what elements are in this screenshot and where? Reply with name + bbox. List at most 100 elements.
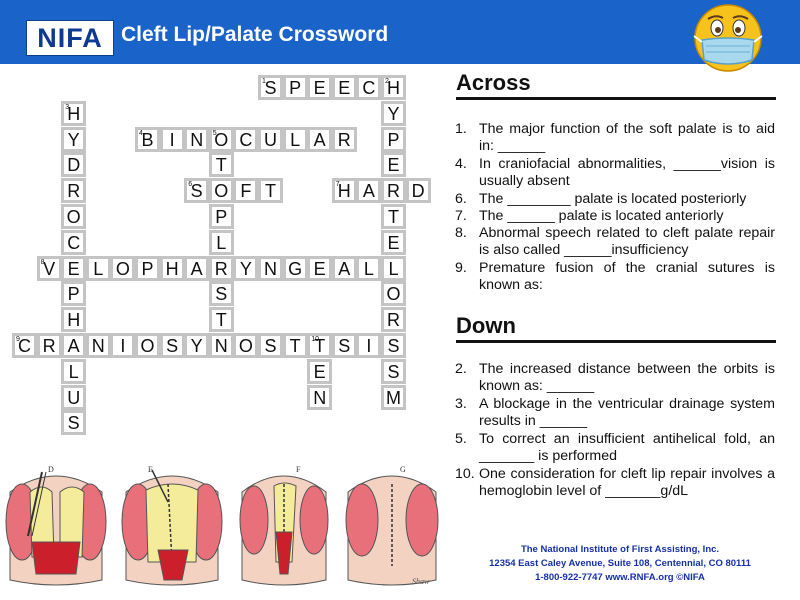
page-title: Cleft Lip/Palate Crossword xyxy=(121,23,389,46)
crossword-cell: T xyxy=(258,178,283,204)
crossword-cell: N xyxy=(307,384,333,410)
crossword-cell: O xyxy=(381,281,406,307)
crossword-cell: A xyxy=(356,178,382,204)
down-clue: 3. A blockage in the ventricular drainage… xyxy=(455,396,775,431)
crossword-cell: N xyxy=(208,333,234,358)
crossword-cell: C xyxy=(233,126,259,152)
clue-number: 5. xyxy=(455,431,467,447)
cleft-repair-illustration-e: E xyxy=(121,465,223,586)
crossword-cell: S xyxy=(331,333,357,358)
clue-number: 3. xyxy=(455,396,467,412)
crossword-cell: S xyxy=(208,281,234,307)
crossword-cell: O xyxy=(110,255,136,281)
across-clue: 6. The ________ palate is located posteri… xyxy=(455,191,775,208)
illustration-label-e: E xyxy=(148,465,153,474)
crossword-cell: N xyxy=(258,255,283,281)
across-rule xyxy=(456,97,776,100)
crossword-clue-number: 2 xyxy=(385,78,389,85)
crossword-cell: R xyxy=(331,126,357,152)
crossword-cell: P xyxy=(135,255,160,281)
crossword-cell: O xyxy=(61,204,87,229)
across-heading: Across xyxy=(456,70,531,95)
crossword-cell: S xyxy=(381,358,406,384)
crossword-clue-number: 8 xyxy=(40,258,45,266)
down-clue: 10.One consideration for cleft lip repai… xyxy=(455,466,775,501)
crossword-cell: R xyxy=(36,333,62,358)
crossword-cell: E xyxy=(61,255,87,281)
clue-text: The ________ palate is located posterior… xyxy=(479,191,747,207)
cleft-repair-illustration-f: F xyxy=(239,465,329,586)
illustrator-signature: Shaw xyxy=(412,577,430,586)
crossword-clue-number: 3 xyxy=(65,103,70,111)
crossword-cell: E xyxy=(381,229,406,255)
crossword-cell: O xyxy=(208,178,234,204)
footer-address: 12354 East Caley Avenue, Suite 108, Cent… xyxy=(489,558,751,569)
header-bar: NIFA Cleft Lip/Palate Crossword xyxy=(0,0,800,64)
clue-text: The ______ palate is located anteriorly xyxy=(479,208,724,224)
crossword-cell: E xyxy=(331,75,357,100)
crossword-cell: L xyxy=(61,358,87,384)
crossword-cell: D xyxy=(61,152,87,178)
clue-number: 2. xyxy=(455,361,467,377)
crossword-cell: L xyxy=(208,229,234,255)
crossword-cell: P xyxy=(61,281,87,307)
crossword-cell: A xyxy=(307,126,333,152)
crossword-cell: E xyxy=(307,75,333,100)
crossword-clue-number: 9 xyxy=(16,336,20,343)
down-rule xyxy=(456,340,776,343)
crossword-cell: R xyxy=(208,255,234,281)
clue-text: A blockage in the ventricular drainage s… xyxy=(479,396,775,430)
crossword-cell: E xyxy=(307,255,333,281)
across-clue: 9.Premature fusion of the cranial suture… xyxy=(455,260,775,295)
crossword-cell: Y xyxy=(381,100,406,126)
crossword-cell: Y xyxy=(61,126,87,152)
crossword-cell: I xyxy=(356,333,382,358)
crossword-cell: E xyxy=(381,152,406,178)
clue-number: 6. xyxy=(455,191,467,207)
crossword-cell: S xyxy=(381,333,406,358)
illustration-label-f: F xyxy=(296,465,301,474)
crossword-cell: C xyxy=(61,229,87,255)
crossword-cell: D xyxy=(405,178,431,204)
across-clue: 7.The ______ palate is located anteriorl… xyxy=(455,208,775,225)
crossword-cell: A xyxy=(184,255,210,281)
crossword-cell: L xyxy=(282,126,308,152)
cleft-repair-illustration-d: D xyxy=(5,465,107,586)
crossword-cell: R xyxy=(381,178,406,204)
footer-contact: 1-800-922-7747 www.RNFA.org ©NIFA xyxy=(535,572,705,583)
crossword-cell: O xyxy=(135,333,160,358)
crossword-clue-number: 7 xyxy=(335,181,340,189)
crossword-cell: I xyxy=(159,126,185,152)
crossword-cell: F xyxy=(233,178,259,204)
illustration-label-d: D xyxy=(48,465,54,474)
crossword-clue-number: 6 xyxy=(188,181,193,189)
crossword-cell: R xyxy=(61,178,87,204)
logo-text: NIFA xyxy=(37,23,103,53)
clue-text: One consideration for cleft lip repair i… xyxy=(479,466,775,500)
crossword-cell: N xyxy=(184,126,210,152)
down-clue: 2.The increased distance between the orb… xyxy=(455,361,775,396)
crossword-cell: H xyxy=(159,255,185,281)
clue-number: 10. xyxy=(455,466,475,482)
across-clue: 1.The major function of the soft palate … xyxy=(455,121,775,156)
crossword-cell: I xyxy=(110,333,136,358)
crossword-cell: L xyxy=(381,255,406,281)
crossword-cell: L xyxy=(356,255,382,281)
crossword-cell: Y xyxy=(184,333,210,358)
crossword-cell: S xyxy=(61,410,87,436)
crossword-cell: P xyxy=(381,126,406,152)
crossword-cell: P xyxy=(282,75,308,100)
crossword-cell: A xyxy=(331,255,357,281)
across-clue: 8.Abnormal speech related to cleft palat… xyxy=(455,225,775,260)
crossword-cell: P xyxy=(208,204,234,229)
clue-text: Abnormal speech related to cleft palate … xyxy=(479,225,775,259)
cleft-repair-illustration-g: G Shaw xyxy=(345,465,439,586)
face-with-medical-mask-icon xyxy=(693,4,763,72)
